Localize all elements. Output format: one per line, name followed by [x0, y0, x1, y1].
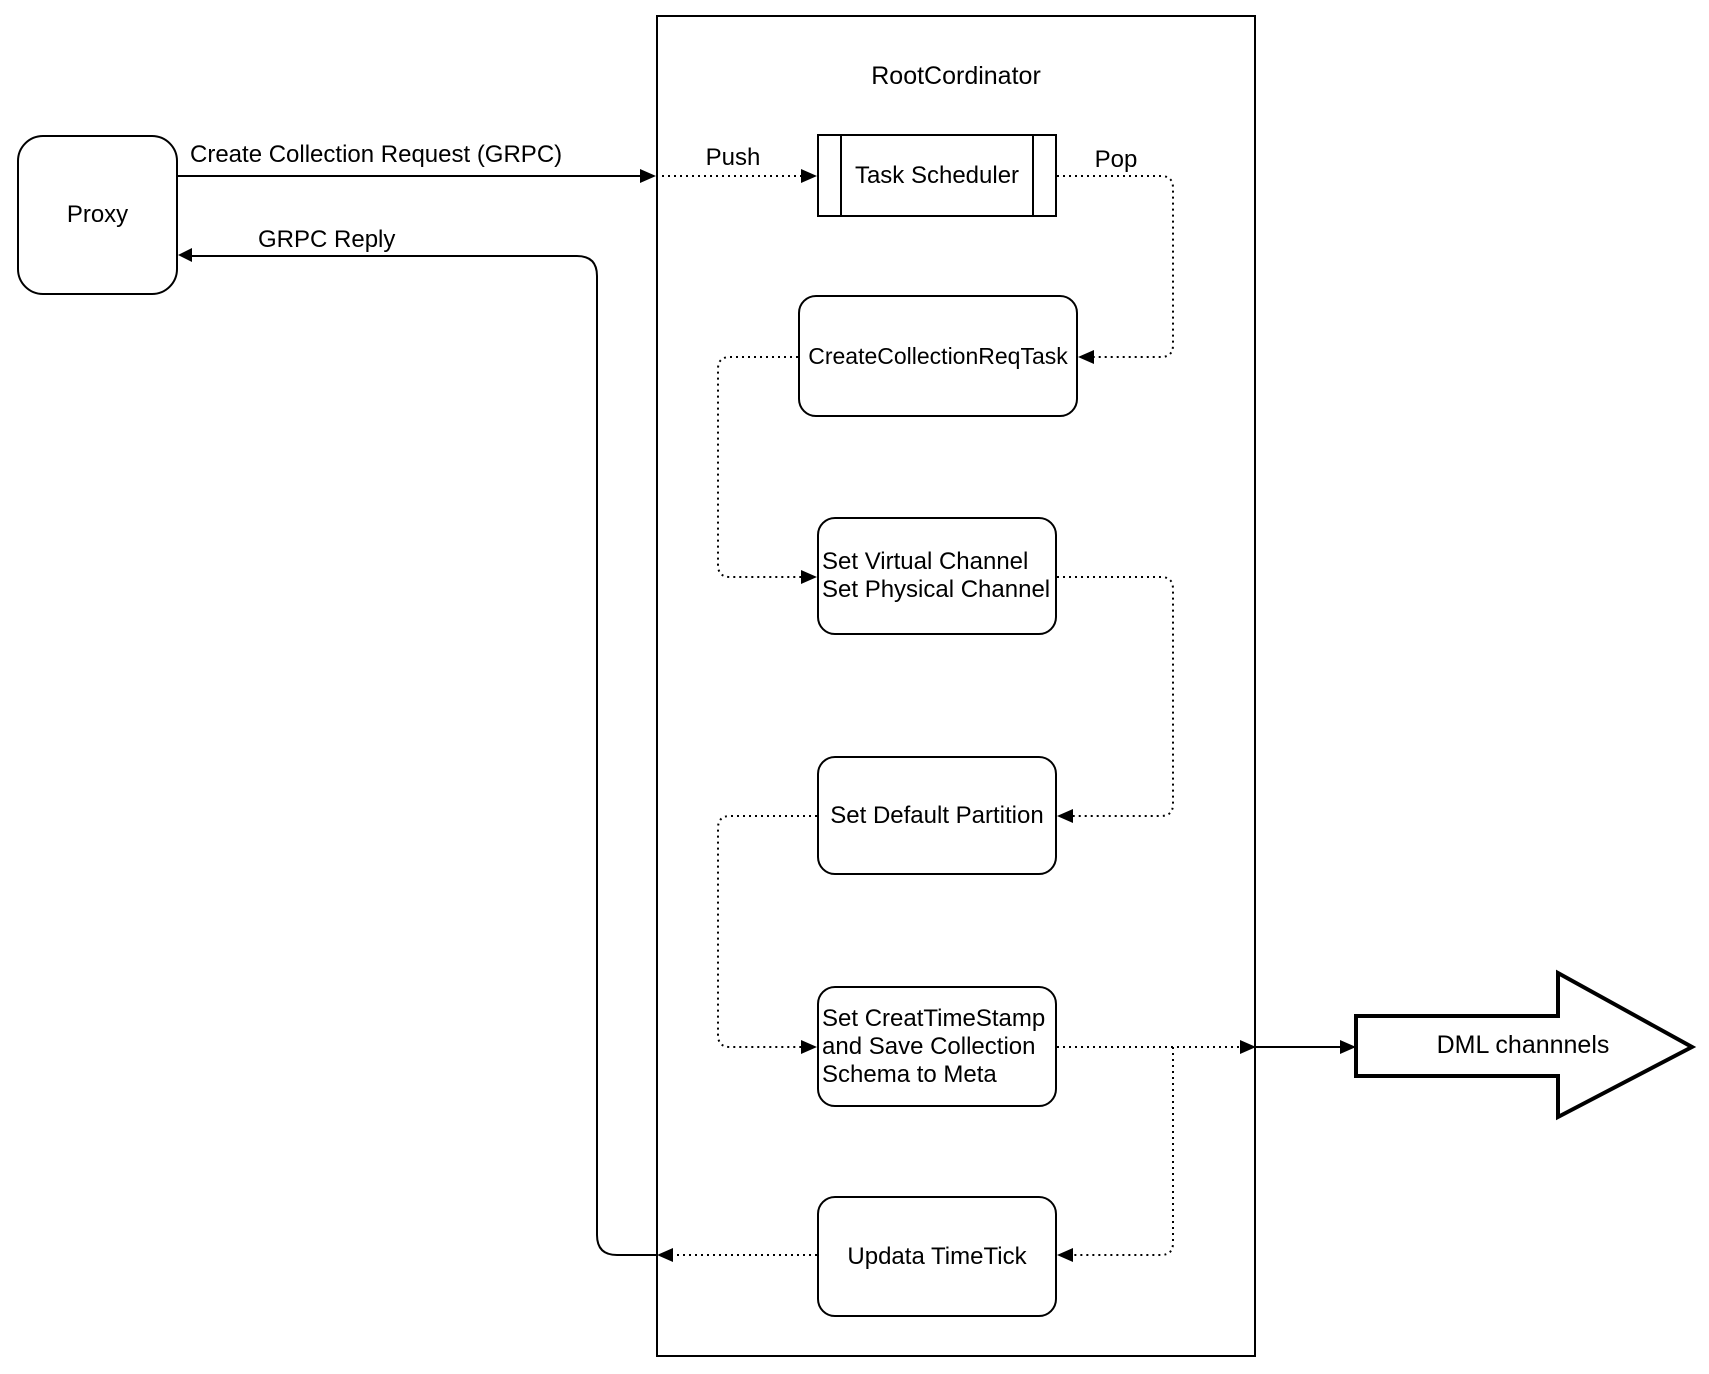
arrowhead-into-container [640, 169, 656, 183]
label-pop: Pop [1094, 146, 1138, 173]
edge-to-set-default-partition [1057, 576, 1174, 817]
node-set-default-partition: Set Default Partition [817, 756, 1057, 875]
arrowhead-set-timestamp [801, 1040, 817, 1054]
arrowhead-pop [1078, 350, 1094, 364]
arrowhead-push [801, 169, 817, 183]
edge-pop [1057, 175, 1174, 358]
node-update-timetick-label: Updata TimeTick [847, 1242, 1027, 1270]
node-set-timestamp-meta: Set CreatTimeStamp and Save Collection S… [817, 986, 1057, 1107]
task-scheduler-left-bar [840, 136, 842, 215]
edge-to-set-channels [717, 356, 801, 578]
set-timestamp-line3: Schema to Meta [822, 1060, 997, 1088]
set-timestamp-line2: and Save Collection [822, 1032, 1036, 1060]
edge-to-update-timetick [1073, 1047, 1174, 1256]
node-create-collection-req-task: CreateCollectionReqTask [798, 295, 1078, 417]
set-channels-line2: Set Physical Channel [822, 576, 1051, 603]
node-proxy: Proxy [17, 135, 178, 295]
dml-channels-label: DML channnels [1436, 1031, 1610, 1059]
node-task-scheduler: Task Scheduler [817, 134, 1057, 217]
node-task-scheduler-label: Task Scheduler [854, 161, 1020, 189]
arrowhead-timetick-to-reply [657, 1248, 673, 1262]
arrowhead-dml [1340, 1040, 1356, 1054]
set-channels-line1: Set Virtual Channel [822, 548, 1029, 575]
node-set-default-partition-label: Set Default Partition [830, 801, 1044, 829]
rootcoordinator-title: RootCordinator [871, 62, 1041, 90]
edge-grpc-reply [192, 255, 657, 1256]
arrowhead-at-container-right [1240, 1040, 1256, 1054]
edge-to-set-timestamp [717, 815, 817, 1048]
arrowhead-grpc-reply [178, 248, 192, 262]
label-create-collection-request: Create Collection Request (GRPC) [190, 141, 563, 168]
set-timestamp-line1: Set CreatTimeStamp [822, 1004, 1046, 1032]
rootcoordinator-container: RootCordinator [656, 15, 1256, 1357]
node-update-timetick: Updata TimeTick [817, 1196, 1057, 1317]
node-set-channels: Set Virtual Channel Set Physical Channel [817, 517, 1057, 635]
node-create-collection-req-task-label: CreateCollectionReqTask [808, 343, 1068, 369]
label-push: Push [705, 144, 761, 171]
arrowhead-set-default-partition [1057, 809, 1073, 823]
task-scheduler-right-bar [1032, 136, 1034, 215]
dml-channels-arrow-shape [1354, 969, 1697, 1121]
arrowhead-update-timetick [1057, 1248, 1073, 1262]
label-grpc-reply: GRPC Reply [258, 226, 396, 253]
arrowhead-set-channels [801, 570, 817, 584]
node-proxy-label: Proxy [66, 201, 129, 228]
